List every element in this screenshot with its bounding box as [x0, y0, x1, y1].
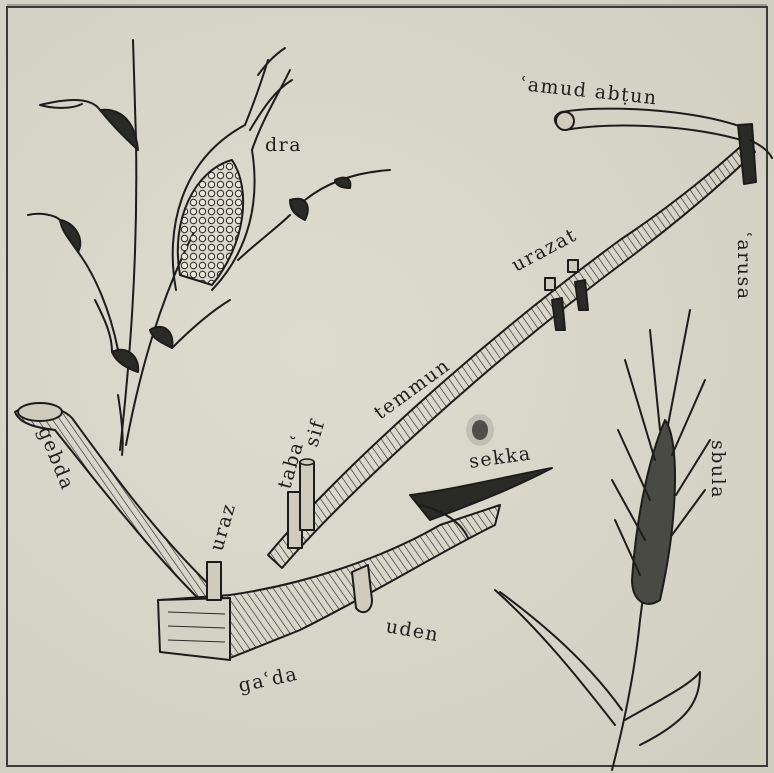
sbula-wheat-drawing [495, 310, 710, 770]
ink-stain-halo [466, 414, 494, 446]
dra-plant-drawing [28, 40, 390, 455]
label-arusa: ʿarusa [733, 232, 755, 301]
label-sif: sif [301, 417, 330, 450]
label-gacda: gaʿda [236, 663, 300, 697]
label-uden: uden [384, 615, 441, 646]
label-sekka: sekka [468, 442, 533, 473]
label-uraz: uraz [206, 501, 241, 554]
label-sbula: sbula [707, 440, 729, 499]
label-dra: dra [265, 134, 302, 156]
label-amud-abtun: ʿamud abṭun [519, 73, 658, 109]
